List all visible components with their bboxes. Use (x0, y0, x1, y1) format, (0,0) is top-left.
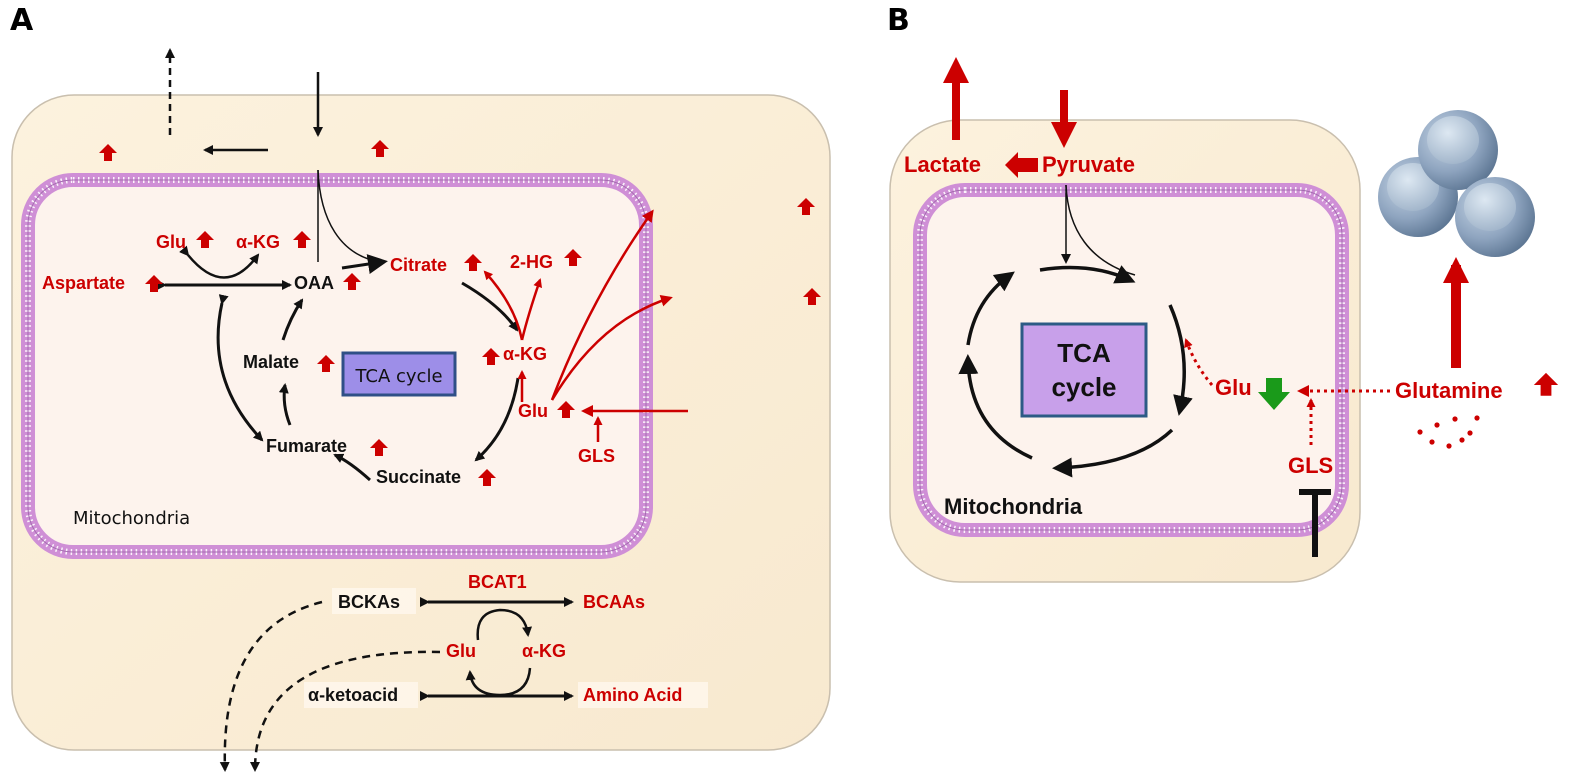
glu-bottom-label: Glu (446, 641, 476, 661)
succinate-to-fumarate-arrow (333, 453, 372, 482)
tca-cycle-arc (1039, 265, 1136, 284)
akg-to-2hg-red-arrow (520, 278, 542, 341)
glu-efflux-red-arrow (550, 209, 654, 401)
tca-cycle-box-b (1020, 322, 1148, 418)
tca-cycle-arc (966, 271, 1015, 346)
succinate-label: Succinate (376, 467, 461, 487)
bcaas-label: BCAAs (583, 592, 645, 612)
akg-to-succinate-arrow (474, 377, 520, 462)
bckas-efflux-dashed-arrow (219, 600, 323, 772)
glu-akg-exchange-arrow (179, 245, 260, 279)
lactate-label: Lactate (904, 152, 981, 177)
glu-akg-upper-cycle-arrow (476, 608, 533, 641)
tca-cycle-line1: TCA (1057, 338, 1111, 368)
akg-bottom-label: α-KG (522, 641, 566, 661)
mitochondria-label-b: Mitochondria (944, 494, 1083, 519)
tca-cycle-arc (1168, 304, 1193, 416)
glutamine-label: Glutamine (1395, 378, 1503, 403)
malate-to-oaa-arrow (281, 298, 304, 341)
ketoacid-label: α-ketoacid (308, 685, 398, 705)
gls-label: GLS (578, 446, 615, 466)
gls-label-b: GLS (1288, 453, 1333, 478)
bckas-label: BCKAs (338, 592, 400, 612)
citrate-label: Citrate (390, 255, 447, 275)
tca-cycle-arc (958, 354, 1033, 460)
akg-label: α-KG (503, 344, 547, 364)
panel-a-label: A (10, 3, 34, 38)
2hg-label: 2-HG (510, 252, 553, 272)
pyruvate-to-lactate-arrow (1005, 152, 1038, 178)
oaa-label: OAA (294, 273, 334, 293)
fumarate-to-malate-arrow (278, 383, 292, 426)
aspartate-fumarate-arrow (216, 294, 264, 442)
fumarate-label: Fumarate (266, 436, 347, 456)
glu-top-label: Glu (156, 232, 186, 252)
tca-cycle-arc (1052, 428, 1174, 478)
amino-acid-label: Amino Acid (583, 685, 682, 705)
oaa-to-citrate-arrow (341, 254, 388, 274)
panel-b-label: B (887, 3, 910, 38)
down-arrow-icon (1258, 378, 1290, 410)
tca-cycle-box-a (341, 351, 457, 397)
up-arrow-icon (1533, 372, 1559, 396)
citrate-to-akg-arrow (461, 281, 519, 332)
glu-label-b: Glu (1215, 375, 1252, 400)
immune-cells-icon (1378, 110, 1535, 257)
mitochondria-label-a: Mitochondria (73, 508, 190, 529)
bcat1-label: BCAT1 (468, 572, 527, 592)
tca-cycle-label-a: TCA cycle (354, 366, 442, 387)
glu-label: Glu (518, 401, 548, 421)
aspartate-label: Aspartate (42, 273, 125, 293)
akg-top-label: α-KG (236, 232, 280, 252)
tca-cycle-line2: cycle (1051, 372, 1116, 402)
glutamine-dots (1417, 415, 1480, 449)
malate-label: Malate (243, 352, 299, 372)
akg-to-citrate-red-arrow (483, 270, 524, 341)
pyruvate-label: Pyruvate (1042, 152, 1135, 177)
glu-efflux-red-arrow-2 (550, 294, 673, 401)
